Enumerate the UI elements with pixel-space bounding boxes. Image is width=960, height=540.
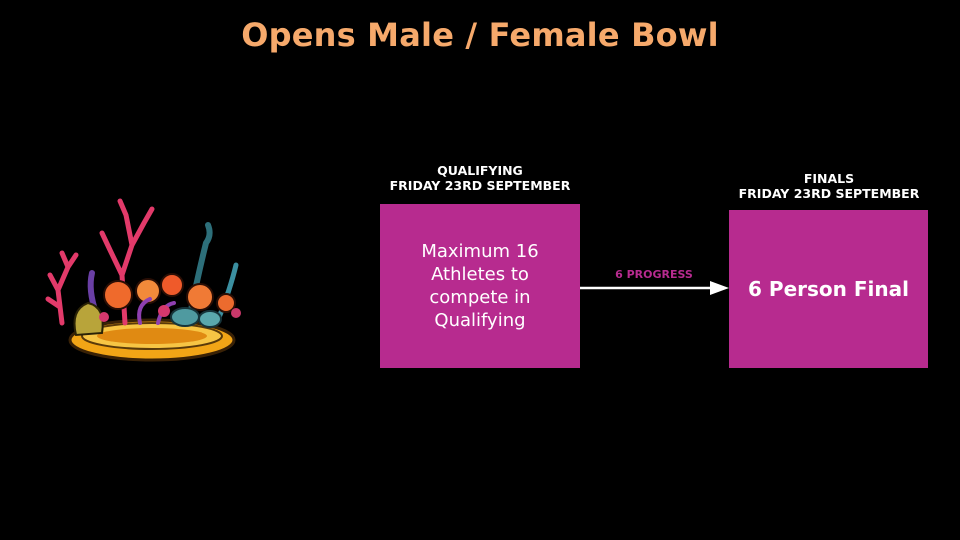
- qualifying-box-text: Maximum 16 Athletes to compete in Qualif…: [421, 240, 538, 332]
- progress-label: 6 PROGRESS: [615, 268, 693, 281]
- box-line: Athletes to: [431, 264, 529, 285]
- page-title: Opens Male / Female Bowl: [241, 16, 719, 54]
- qualifying-box: Maximum 16 Athletes to compete in Qualif…: [380, 204, 580, 368]
- box-line: Qualifying: [434, 310, 526, 331]
- stage-label: FINALS: [803, 171, 855, 186]
- finals-header: FINALS FRIDAY 23RD SEPTEMBER: [729, 171, 929, 201]
- finals-box-text: 6 Person Final: [748, 277, 909, 301]
- box-line: Maximum 16: [421, 241, 539, 262]
- qualifying-header: QUALIFYING FRIDAY 23RD SEPTEMBER: [380, 163, 580, 193]
- arrow-right-icon: [580, 281, 729, 295]
- stage-date: FRIDAY 23RD SEPTEMBER: [389, 178, 571, 193]
- box-line: compete in: [429, 287, 531, 308]
- stage-date: FRIDAY 23RD SEPTEMBER: [738, 186, 920, 201]
- stage-label: QUALIFYING: [437, 163, 523, 178]
- coral-reef-bowl-icon: [45, 198, 241, 362]
- finals-box: 6 Person Final: [729, 210, 928, 368]
